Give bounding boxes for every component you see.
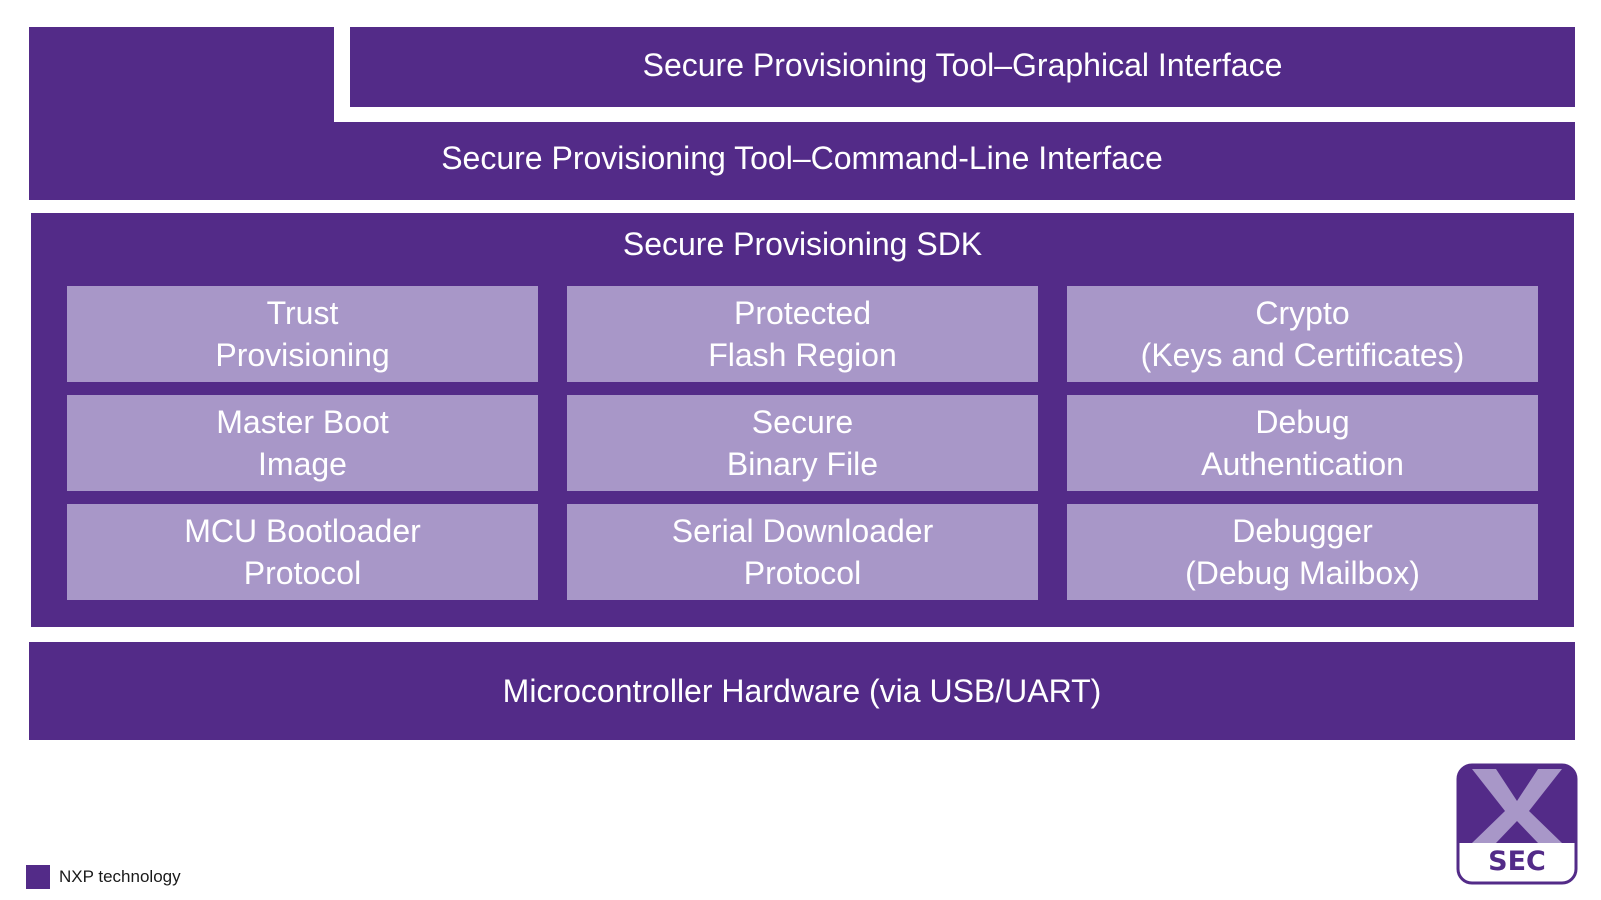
module-secure-binary-file: Secure Binary File <box>567 395 1038 491</box>
module-label-line2: Authentication <box>1201 446 1404 482</box>
cli-layer-label: Secure Provisioning Tool–Command-Line In… <box>441 140 1163 176</box>
cli-layer-extension <box>29 27 334 123</box>
module-label-line1: Trust <box>266 295 339 331</box>
sdk-layer: Secure Provisioning SDK Trust Provisioni… <box>31 213 1574 627</box>
legend-swatch <box>26 865 50 889</box>
module-label-line1: Crypto <box>1255 295 1350 331</box>
module-label-line2: Protocol <box>243 555 362 591</box>
xsec-logo-graphic: SEC <box>1456 763 1578 885</box>
legend: NXP technology <box>26 865 181 889</box>
module-label-line2: (Keys and Certificates) <box>1140 337 1465 373</box>
module-debugger: Debugger (Debug Mailbox) <box>1067 504 1538 600</box>
sdk-layer-label: Secure Provisioning SDK <box>622 226 983 262</box>
hardware-layer-label: Microcontroller Hardware (via USB/UART) <box>502 673 1102 709</box>
hardware-layer: Microcontroller Hardware (via USB/UART) <box>29 642 1575 740</box>
module-label-line1: MCU Bootloader <box>184 513 421 549</box>
module-label-line2: (Debug Mailbox) <box>1185 555 1420 591</box>
gui-layer-label: Secure Provisioning Tool–Graphical Inter… <box>642 47 1283 83</box>
module-label-line1: Debug <box>1255 404 1350 440</box>
xsec-logo-icon: SEC <box>1456 763 1578 890</box>
module-trust-provisioning: Trust Provisioning <box>67 286 538 382</box>
module-label-line2: Image <box>258 446 347 482</box>
legend-label: NXP technology <box>59 867 181 886</box>
module-crypto: Crypto (Keys and Certificates) <box>1067 286 1538 382</box>
module-serial-downloader-protocol: Serial Downloader Protocol <box>567 504 1038 600</box>
module-label-line1: Serial Downloader <box>671 513 934 549</box>
module-label-line2: Flash Region <box>708 337 897 373</box>
module-label-line1: Debugger <box>1232 513 1373 549</box>
module-mcu-bootloader-protocol: MCU Bootloader Protocol <box>67 504 538 600</box>
gui-layer: Secure Provisioning Tool–Graphical Inter… <box>350 27 1575 107</box>
module-debug-authentication: Debug Authentication <box>1067 395 1538 491</box>
module-label-line2: Provisioning <box>215 337 390 373</box>
module-label-line2: Binary File <box>726 446 879 482</box>
module-label-line1: Protected <box>734 295 871 331</box>
module-protected-flash-region: Protected Flash Region <box>567 286 1038 382</box>
module-label-line1: Master Boot <box>216 404 389 440</box>
logo-x-mark <box>1472 769 1562 843</box>
module-label-line2: Protocol <box>743 555 862 591</box>
module-master-boot-image: Master Boot Image <box>67 395 538 491</box>
logo-text: SEC <box>1488 846 1546 877</box>
module-label-line1: Secure <box>751 404 854 440</box>
cli-layer: Secure Provisioning Tool–Command-Line In… <box>29 122 1575 200</box>
